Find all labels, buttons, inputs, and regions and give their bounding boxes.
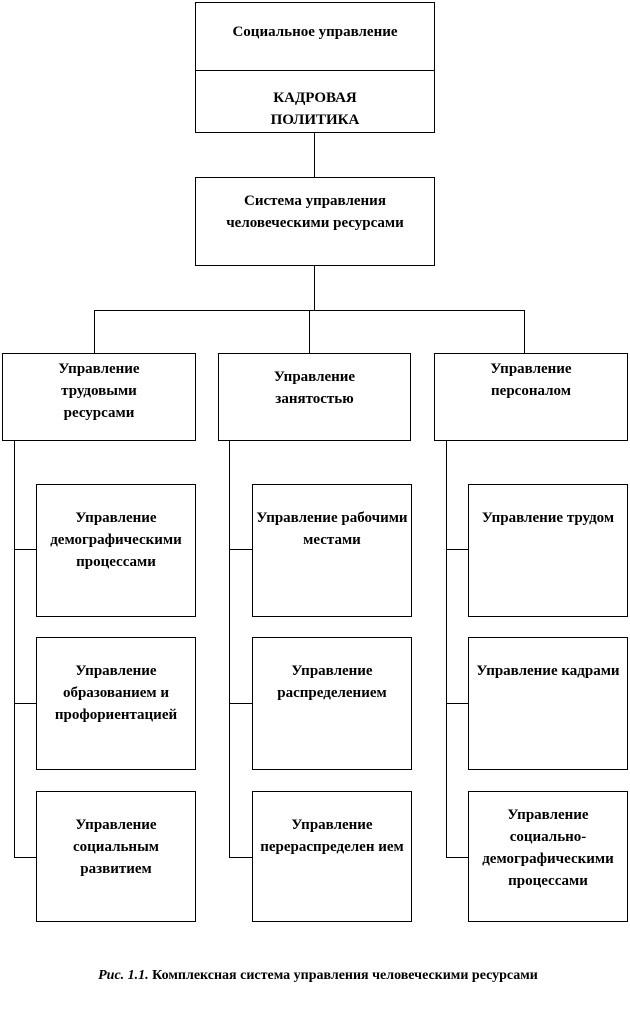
sub-box: Управление трудом bbox=[468, 484, 628, 617]
connector bbox=[229, 441, 230, 858]
column-title: Управление персоналом bbox=[490, 361, 572, 399]
sub-box: Управление образованием и профориентацие… bbox=[36, 637, 196, 770]
sub-box-label: Управление распределением bbox=[277, 663, 387, 701]
sub-box: Управление рабочими местами bbox=[252, 484, 412, 617]
connector bbox=[14, 441, 15, 858]
sub-box: Управление кадрами bbox=[468, 637, 628, 770]
sub-box-label: Управление демографическими процессами bbox=[50, 510, 182, 570]
connector bbox=[446, 441, 447, 858]
sub-box: Управление демографическими процессами bbox=[36, 484, 196, 617]
connector bbox=[446, 703, 468, 704]
top-box: Социальное управление КАДРОВАЯ ПОЛИТИКА bbox=[195, 2, 435, 133]
connector bbox=[314, 133, 315, 177]
sub-box: Управление социальным развитием bbox=[36, 791, 196, 922]
connector bbox=[446, 857, 468, 858]
column-title: Управление занятостью bbox=[273, 369, 356, 407]
sub-box-label: Управление социальным развитием bbox=[73, 817, 159, 877]
sub-box-label: Управление перераспределен ием bbox=[260, 817, 404, 855]
divider bbox=[196, 70, 434, 71]
sub-box-label: Управление трудом bbox=[481, 510, 615, 526]
personnel-policy-label: КАДРОВАЯ ПОЛИТИКА bbox=[270, 90, 360, 128]
social-management-label: Социальное управление bbox=[232, 24, 398, 40]
connector bbox=[229, 703, 252, 704]
sub-box: Управление социально-демографическими пр… bbox=[468, 791, 628, 922]
connector bbox=[94, 310, 95, 353]
sub-box-label: Управление кадрами bbox=[476, 663, 620, 679]
column-title: Управление трудовыми ресурсами bbox=[58, 361, 140, 421]
sub-box-label: Управление образованием и профориентацие… bbox=[54, 663, 178, 723]
caption-text: Комплексная система управления человечес… bbox=[152, 968, 538, 983]
sub-box-label: Управление социально-демографическими пр… bbox=[482, 807, 614, 889]
column-labor-resources: Управление трудовыми ресурсами bbox=[2, 353, 196, 441]
connector bbox=[14, 703, 36, 704]
connector bbox=[314, 266, 315, 310]
connector bbox=[229, 549, 252, 550]
column-employment: Управление занятостью bbox=[218, 353, 411, 441]
column-personnel: Управление персоналом bbox=[434, 353, 628, 441]
connector bbox=[229, 857, 252, 858]
connector bbox=[14, 549, 36, 550]
system-box: Система управления человеческими ресурса… bbox=[195, 177, 435, 266]
figure-caption: Рис. 1.1. Комплексная система управления… bbox=[0, 968, 630, 984]
caption-prefix: Рис. 1.1. bbox=[98, 968, 149, 983]
connector bbox=[446, 549, 468, 550]
connector bbox=[524, 310, 525, 353]
connector bbox=[309, 310, 310, 353]
connector bbox=[14, 857, 36, 858]
sub-box: Управление перераспределен ием bbox=[252, 791, 412, 922]
sub-box: Управление распределением bbox=[252, 637, 412, 770]
sub-box-label: Управление рабочими местами bbox=[256, 510, 408, 548]
system-label: Система управления человеческими ресурса… bbox=[226, 193, 404, 231]
